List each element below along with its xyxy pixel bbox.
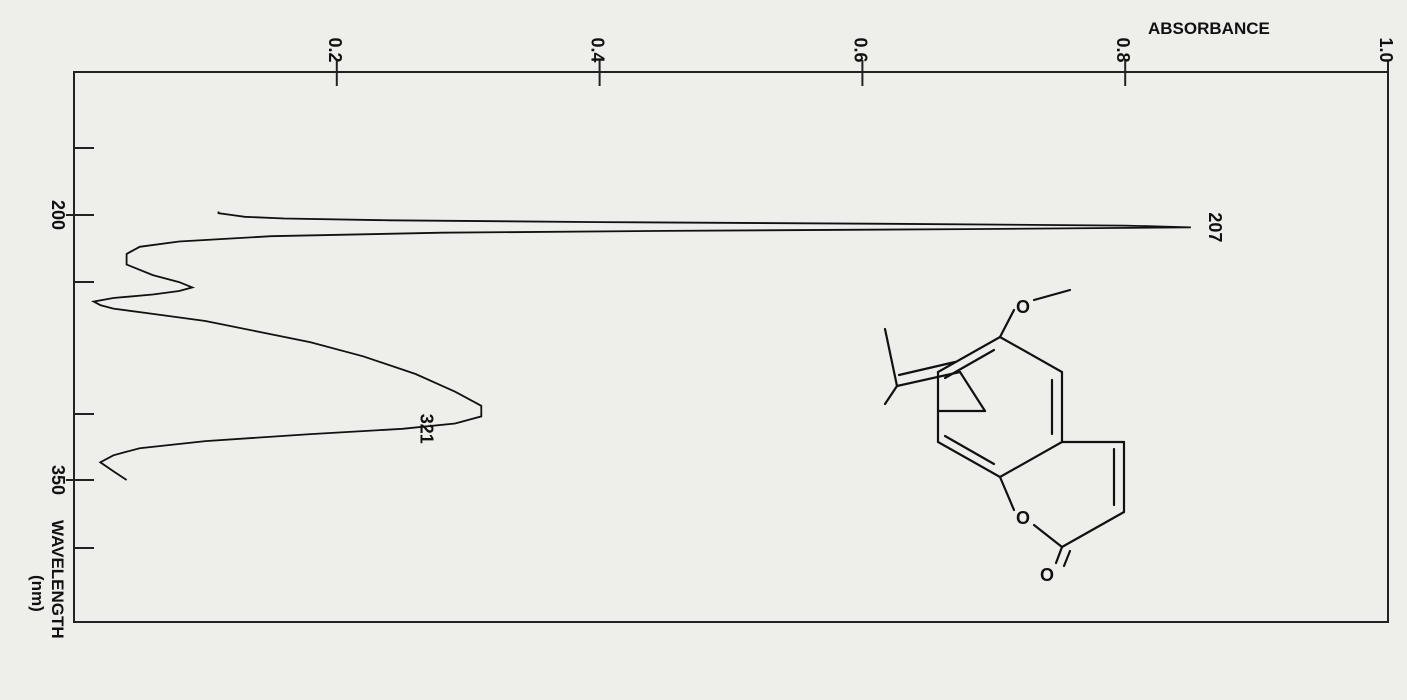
peak-label-1: 321	[417, 414, 437, 444]
oxygen-atom-label: O	[1040, 565, 1054, 585]
absorbance-tick-label-2: 0.6	[850, 37, 870, 62]
spectrum-line	[90, 211, 1191, 481]
absorbance-tick-label-4: 1.0	[1376, 37, 1396, 62]
benzene-double-bond	[943, 434, 996, 466]
wavelength-tick-label-1: 350	[48, 465, 68, 495]
wavelength-tick-label-0: 200	[48, 200, 68, 230]
absorbance-tick-label-1: 0.4	[588, 37, 608, 62]
molecule-structure-drawing	[883, 288, 1126, 568]
methoxy-bond	[998, 308, 1016, 339]
peak-labels: 207 321	[417, 212, 1225, 443]
carbonyl-bond	[1062, 549, 1072, 568]
ring-bond	[998, 475, 1016, 512]
absorbance-axis-label: ABSORBANCE	[1148, 19, 1270, 38]
prenyl-double-bond	[897, 360, 957, 377]
ring-bond	[1032, 523, 1064, 549]
carbonyl-bond	[1054, 545, 1064, 565]
prenyl-bond	[883, 327, 899, 388]
plot-frame	[73, 71, 1389, 623]
methoxy-bond	[1032, 288, 1072, 302]
wavelength-ticks: 200 350	[48, 147, 94, 549]
benzene-ring	[936, 335, 1064, 479]
peak-label-0: 207	[1205, 212, 1225, 242]
prenyl-bond	[958, 370, 987, 413]
absorbance-tick-label-3: 0.8	[1113, 37, 1133, 62]
absorbance-tick-label-0: 0.2	[325, 37, 345, 62]
wavelength-unit-label: (nm)	[28, 575, 47, 612]
wavelength-axis-label: WAVELENGTH	[48, 520, 67, 639]
oxygen-atom-label: O	[1016, 297, 1030, 317]
prenyl-double-bond	[895, 370, 962, 388]
molecule-atom-labels: O O O	[1016, 297, 1054, 585]
absorbance-ticks: 0.2 0.4 0.6 0.8 1.0	[325, 37, 1396, 86]
prenyl-bond	[883, 384, 899, 406]
ring-bond	[1060, 510, 1126, 549]
oxygen-atom-label: O	[1016, 508, 1030, 528]
